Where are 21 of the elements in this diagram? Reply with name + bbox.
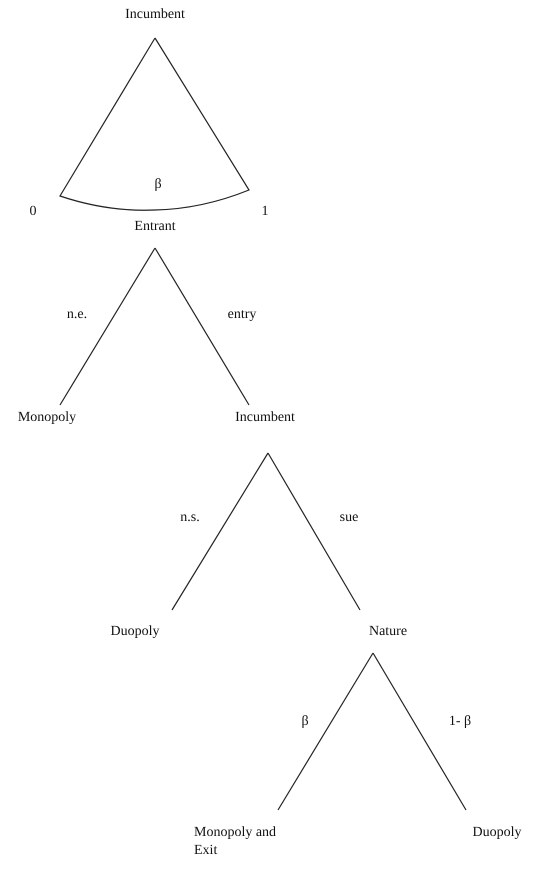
player-label: Incumbent bbox=[115, 2, 195, 38]
tree-branch bbox=[372, 652, 467, 810]
player-label: Duopoly bbox=[462, 810, 532, 842]
tree-branch bbox=[171, 452, 269, 610]
player-label: Duopoly bbox=[95, 610, 175, 641]
tree-branch bbox=[59, 38, 156, 211]
player-label: Monopoly and Exit bbox=[194, 810, 278, 860]
value-label: β bbox=[154, 177, 162, 193]
tree-branch bbox=[277, 652, 374, 810]
tree-branch bbox=[154, 38, 250, 211]
player-label: Incumbent bbox=[225, 405, 305, 453]
player-label: Monopoly bbox=[9, 405, 85, 427]
value-label: 1 bbox=[262, 204, 268, 220]
edge-label: β bbox=[299, 714, 311, 730]
tree-branch bbox=[59, 248, 156, 406]
player-label: Entrant bbox=[125, 210, 185, 248]
tree-branch bbox=[154, 248, 250, 406]
tree-branch bbox=[267, 452, 361, 610]
edge-label: entry bbox=[226, 307, 258, 323]
player-label: Nature bbox=[356, 610, 420, 653]
value-label: 0 bbox=[30, 204, 36, 220]
